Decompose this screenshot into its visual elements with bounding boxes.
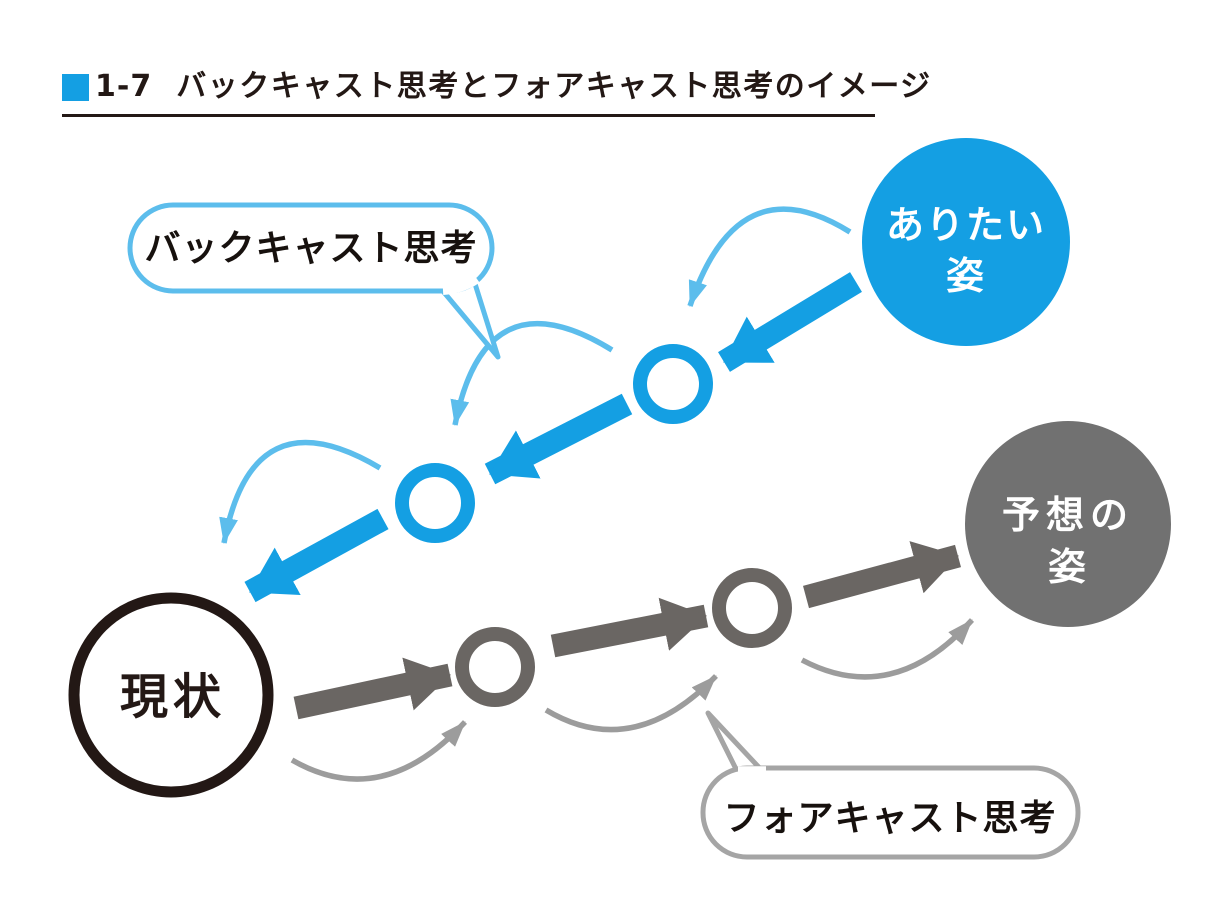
backcast-step-arrow-1	[718, 272, 862, 372]
backcast-step-arrow-3	[244, 508, 389, 603]
backcast-hop-arrow-1	[687, 206, 852, 307]
predicted-node-label-line1: 予想の	[1002, 493, 1134, 537]
forecast-hop-arrow-1	[290, 720, 468, 782]
figure-title: 1-7 バックキャスト思考とフォアキャスト思考のイメージ	[62, 69, 930, 117]
forecast-hop-arrow-3	[800, 618, 975, 680]
predicted-node-circle	[965, 421, 1171, 627]
forecast-step-arrow-1	[293, 657, 453, 720]
title-number: 1-7	[95, 69, 153, 104]
forecast-milestone-ring-2	[712, 568, 792, 648]
backcast-callout-bubble	[127, 202, 495, 294]
title-text: バックキャスト思考とフォアキャスト思考のイメージ	[176, 69, 932, 104]
forecast-milestone-ring-1	[455, 627, 535, 707]
backcast-milestone-ring-2	[395, 463, 475, 543]
backcast-callout-tail-join	[442, 275, 480, 295]
forecast-hop-arrow-2	[544, 674, 718, 733]
current-node-label: 現状	[120, 669, 226, 725]
title-square-icon	[62, 74, 89, 101]
backcast-milestone-ring-1	[633, 344, 713, 424]
goal-node-label-line1: ありたい	[886, 203, 1046, 247]
goal-node-circle	[862, 138, 1070, 346]
backcast-hop-arrow-2	[450, 320, 614, 426]
current-node-circle	[68, 592, 274, 798]
forecast-step-arrow-3	[803, 541, 961, 609]
forecast-step-arrow-2	[550, 597, 709, 658]
backcast-hop-arrow-3	[219, 439, 382, 544]
forecast-callout-label: フォアキャスト思考	[723, 798, 1056, 839]
forecast-callout-bubble	[700, 765, 1081, 860]
backcast-callout	[127, 202, 501, 360]
forecast-callout	[700, 710, 1081, 860]
predicted-node-label-line2: 姿	[1048, 545, 1088, 589]
backcast-callout-label: バックキャスト思考	[144, 228, 477, 269]
backcast-step-arrow-2	[484, 393, 633, 485]
goal-node-label-line2: 姿	[946, 254, 986, 298]
